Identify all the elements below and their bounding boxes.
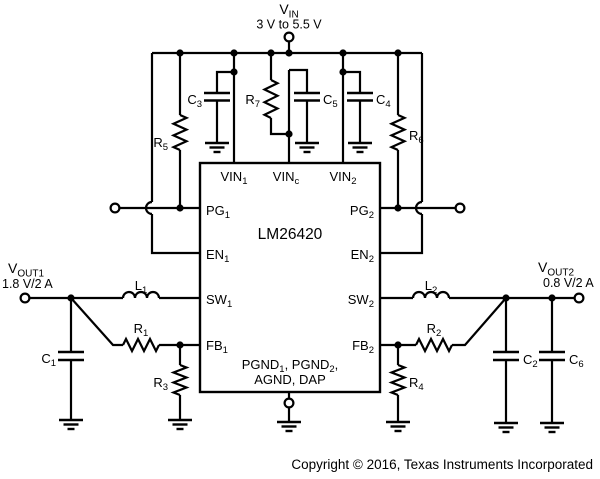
r3-label: R3 [153, 375, 168, 393]
inductor-l2 [411, 290, 451, 299]
vout2-terminal [573, 292, 585, 304]
vin-range-label: 3 V to 5.5 V [256, 18, 322, 32]
junction-dots [67, 49, 556, 349]
capacitor-c4 [347, 91, 373, 102]
ic-name: LM26420 [258, 226, 323, 243]
ic-pin-vin2: VIN2 [330, 169, 357, 187]
ic-pin-vin1: VIN1 [221, 169, 248, 187]
resistor-r1 [122, 336, 160, 354]
pg2-terminal [454, 202, 466, 214]
ic-pin-sw1: SW1 [206, 292, 232, 310]
capacitor-c6 [539, 350, 565, 362]
r2-label: R2 [427, 321, 442, 339]
l2-label: L2 [425, 278, 438, 296]
output2-wires [380, 296, 575, 423]
ground-c2 [494, 421, 518, 434]
ic-gnd-pins-line1: PGND1, PGND2, [242, 357, 339, 375]
ic-pin-sw2: SW2 [348, 292, 374, 310]
resistor-r6 [388, 113, 408, 152]
r1-label: R1 [134, 321, 149, 339]
vout1-rating-label: 1.8 V/2 A [2, 277, 53, 291]
c3-label: C3 [187, 92, 202, 110]
resistor-r2 [415, 336, 453, 354]
c5-label: C5 [323, 92, 338, 110]
ground-c6 [540, 421, 564, 434]
vout2-rating-label: 0.8 V/2 A [543, 276, 594, 290]
capacitor-c3 [204, 91, 230, 102]
c2-label: C2 [523, 352, 538, 370]
r5-label: R5 [153, 135, 168, 153]
copyright-notice: Copyright © 2016, Texas Instruments Inco… [291, 457, 593, 472]
ic-body [198, 161, 382, 394]
ic-pin-vinc: VINc [273, 169, 300, 187]
inductor-l1 [121, 290, 161, 299]
r7-label: R7 [245, 92, 260, 110]
ic-gnd-pins-line2: AGND, DAP [254, 372, 326, 387]
capacitor-c1 [58, 350, 84, 362]
ic-pin-fb1: FB1 [206, 338, 228, 356]
ground-c1 [59, 418, 83, 431]
c6-label: C6 [569, 352, 584, 370]
enable-left-wire [144, 53, 200, 255]
c4-label: C4 [376, 92, 391, 110]
l1-label: L1 [135, 278, 148, 296]
r6-label: R6 [409, 128, 424, 146]
resistor-r7 [261, 79, 281, 119]
ground-dap [277, 420, 301, 433]
vout1-label: VOUT1 [8, 260, 44, 280]
capacitor-c5 [294, 91, 320, 102]
ic-pin-en2: EN2 [351, 247, 374, 265]
ground-r3 [168, 418, 192, 431]
enable-right-wire [380, 53, 424, 255]
ic-pin-pg2: PG2 [350, 203, 374, 221]
ic-pin-pg1: PG1 [206, 203, 230, 221]
vin-label: VIN [279, 1, 298, 21]
r4-label: R4 [409, 375, 424, 393]
gnd-terminal [283, 397, 295, 409]
capacitor-c2 [493, 350, 519, 362]
ground-r4 [386, 420, 410, 433]
ground-c5 [295, 141, 319, 154]
vout2-label: VOUT2 [538, 259, 574, 279]
ic-pin-fb2: FB2 [352, 338, 374, 356]
resistor-r4 [388, 363, 408, 397]
pg1-terminal [109, 202, 121, 214]
resistor-r3 [170, 363, 190, 397]
ic-pin-en1: EN1 [206, 247, 229, 265]
ground-c4 [348, 141, 372, 154]
resistor-r5 [170, 113, 190, 152]
vin-terminal [283, 31, 295, 43]
vout1-terminal [19, 292, 31, 304]
c1-label: C1 [41, 351, 56, 369]
vinc-branch-wires [269, 53, 309, 163]
ground-c3 [205, 141, 229, 154]
